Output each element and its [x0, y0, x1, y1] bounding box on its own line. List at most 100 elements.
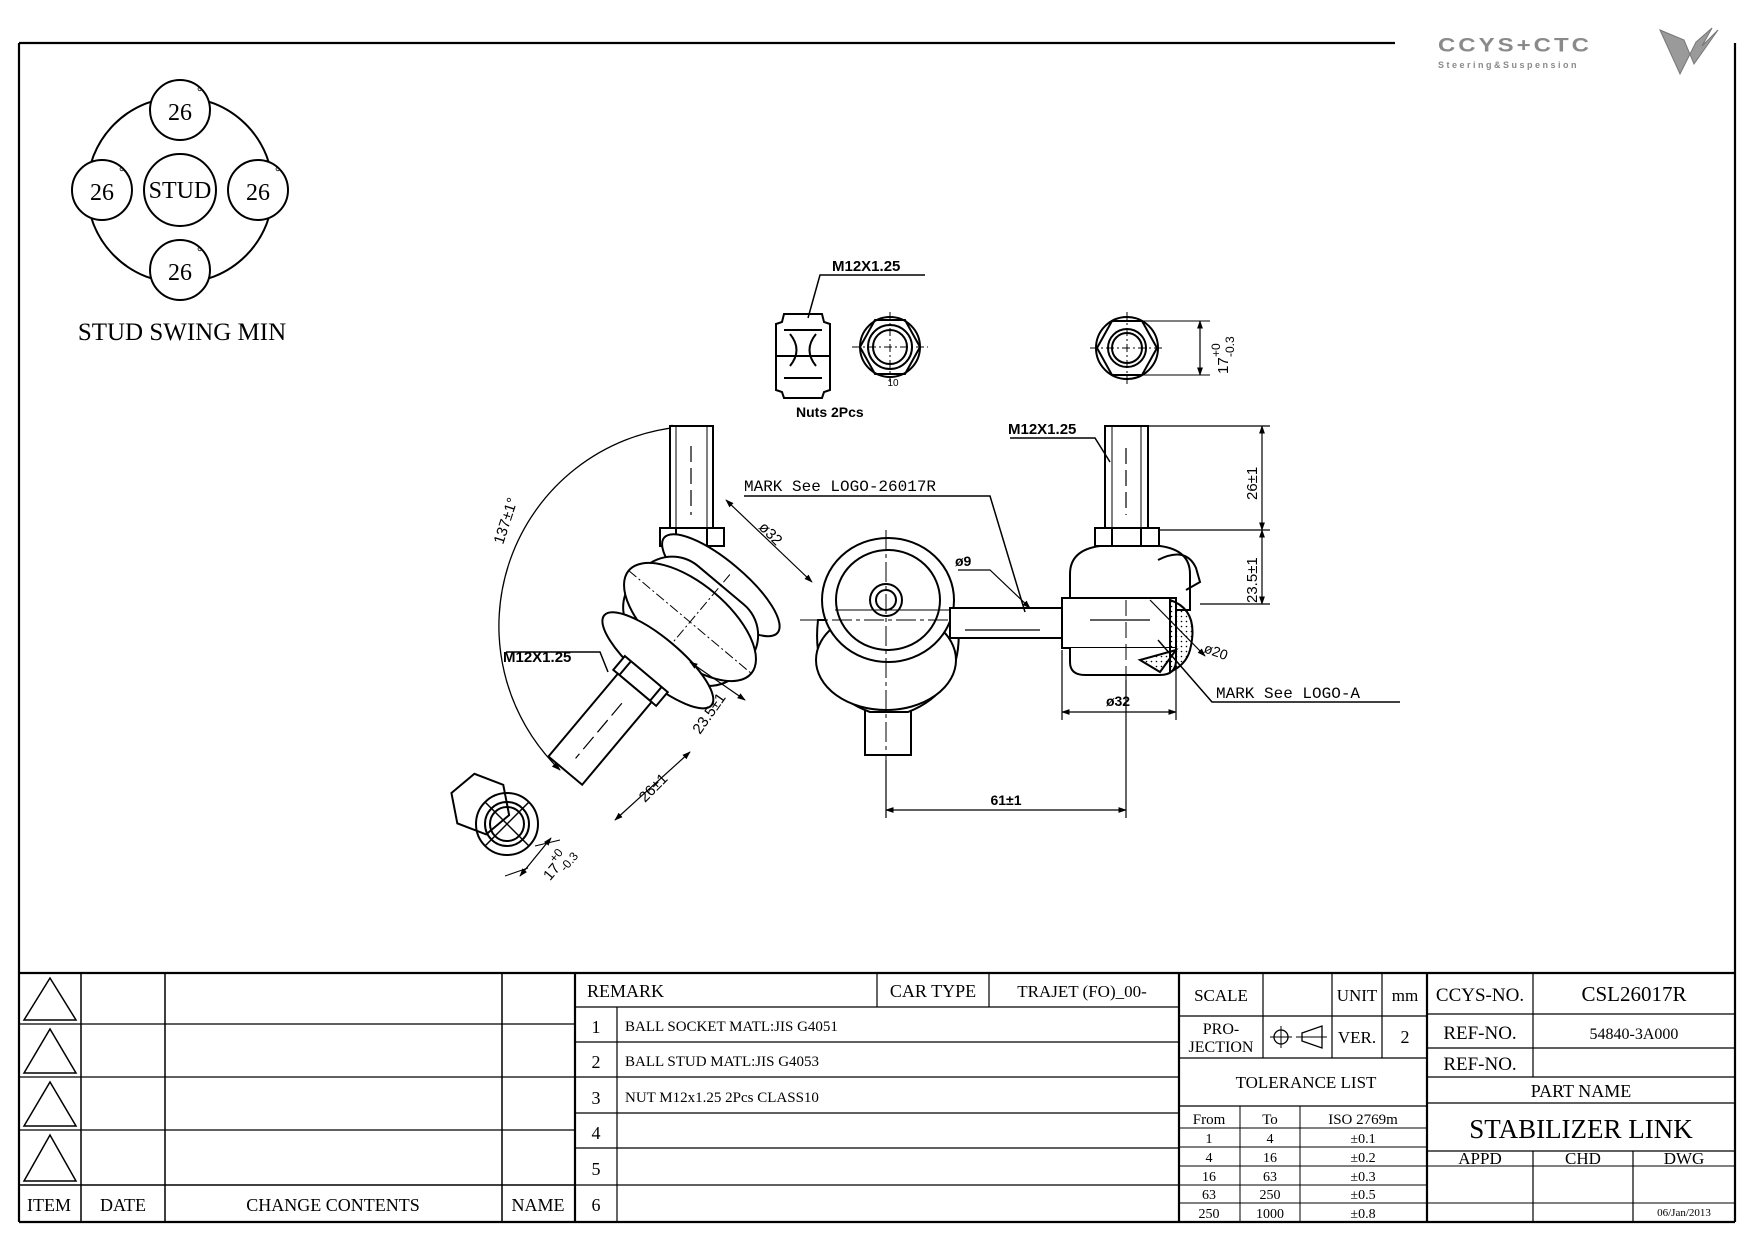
remark-no-3: 3 [592, 1088, 601, 1108]
title-block-text: ITEM DATE CHANGE CONTENTS NAME REMARK CA… [27, 981, 1711, 1222]
tol-to-5: 1000 [1256, 1207, 1284, 1222]
nut-thread-label: M12X1.25 [832, 258, 900, 275]
tol-header-std: ISO 2769m [1328, 1112, 1398, 1128]
stud-swing-diagram [71, 79, 289, 301]
ref-no-value: 54840-3A000 [1590, 1026, 1679, 1043]
ver-label: VER. [1338, 1028, 1376, 1047]
dwg-label: DWG [1664, 1149, 1705, 1168]
right-hex-view [1090, 312, 1210, 384]
tol-to-2: 16 [1263, 1151, 1277, 1166]
tol-to-4: 250 [1260, 1188, 1281, 1203]
left-ball-joint [547, 425, 781, 787]
dia9-dim: ø9 [955, 553, 972, 569]
tol-to-1: 4 [1267, 1132, 1274, 1147]
tol-from-2: 4 [1206, 1151, 1213, 1166]
ref-no2-label: REF-NO. [1443, 1054, 1516, 1075]
dia20-dim: ø20 [1202, 640, 1230, 663]
tolerance-title: TOLERANCE LIST [1236, 1073, 1377, 1092]
tol-val-2: ±0.2 [1350, 1151, 1375, 1166]
angle-dim: 137±1° [491, 496, 522, 547]
ref-no-label: REF-NO. [1443, 1023, 1516, 1044]
center-61-dim: 61±1 [990, 792, 1021, 808]
swing-top-degree: ° [197, 85, 203, 100]
swing-center-label: STUD [149, 178, 212, 204]
rev-header-date: DATE [100, 1195, 146, 1215]
title-block [19, 971, 1735, 1222]
remark-no-5: 5 [592, 1159, 601, 1179]
swing-arc [498, 424, 681, 771]
tol-header-to: To [1262, 1112, 1278, 1128]
tol-val-3: ±0.3 [1350, 1170, 1375, 1185]
swing-left-value: 26 [90, 180, 114, 206]
right-hex-dim: 17 [1215, 357, 1232, 374]
remark-no-6: 6 [592, 1195, 601, 1215]
tol-to-3: 63 [1263, 1170, 1277, 1185]
ccys-no-label: CCYS-NO. [1436, 985, 1524, 1006]
center-socket [800, 530, 1136, 790]
link-rod [949, 607, 1063, 639]
tol-val-4: ±0.5 [1350, 1188, 1375, 1203]
right-26-dim: 26±1 [1244, 467, 1261, 500]
mark-logo-r-label: MARK See LOGO-26017R [744, 478, 936, 496]
company-logo: CCYS+CTC Steering&Suspension [1438, 27, 1719, 76]
ccys-no-value: CSL26017R [1581, 982, 1686, 1006]
tol-from-3: 16 [1202, 1170, 1216, 1185]
swing-right-degree: ° [275, 165, 281, 180]
rev-header-change: CHANGE CONTENTS [246, 1195, 420, 1215]
tol-from-5: 250 [1199, 1207, 1220, 1222]
left-thread-label: M12X1.25 [503, 649, 571, 666]
left-26-dim: 26±1 [636, 770, 672, 806]
swing-bottom-degree: ° [197, 245, 203, 260]
chd-label: CHD [1565, 1149, 1601, 1168]
right-235-dim: 23.5±1 [1244, 557, 1261, 603]
nut-views [775, 274, 928, 399]
swing-left-degree: ° [119, 165, 125, 180]
remark-text-2: BALL STUD MATL:JIS G4053 [625, 1054, 819, 1070]
swing-bottom-value: 26 [168, 260, 192, 286]
appd-label: APPD [1458, 1149, 1501, 1168]
tol-from-4: 63 [1202, 1188, 1216, 1203]
right-hex-dim-sub: -0.3 [1223, 336, 1237, 357]
logo-tagline: Steering&Suspension [1438, 60, 1579, 70]
rev-header-name: NAME [512, 1195, 565, 1215]
tol-val-5: ±0.8 [1350, 1207, 1375, 1222]
remark-no-1: 1 [592, 1017, 601, 1037]
swing-circle-center [143, 153, 217, 227]
dia32-right-dim: ø32 [1106, 693, 1130, 709]
right-hex-dim-sup: +0 [1209, 343, 1223, 357]
swing-right-value: 26 [246, 180, 270, 206]
part-name-label: PART NAME [1531, 1081, 1631, 1101]
car-type-label: CAR TYPE [890, 981, 976, 1001]
tol-header-from: From [1193, 1112, 1226, 1128]
tol-val-1: ±0.1 [1350, 1132, 1375, 1147]
projection-label-1: PRO- [1203, 1021, 1239, 1038]
car-type-value: TRAJET (FO)_00- [1017, 982, 1147, 1001]
logo-brand: CCYS+CTC [1438, 34, 1592, 56]
left-hex-view [450, 772, 561, 877]
logo-emblem-icon [1659, 27, 1719, 76]
left-dia32-dim: ø32 [755, 519, 785, 549]
remark-no-4: 4 [592, 1123, 601, 1143]
unit-label: UNIT [1337, 986, 1378, 1005]
swing-circle-bottom [149, 239, 211, 301]
swing-top-value: 26 [168, 100, 192, 126]
swing-caption: STUD SWING MIN [78, 319, 286, 346]
remark-no-2: 2 [592, 1052, 601, 1072]
remark-text-1: BALL SOCKET MATL:JIS G4051 [625, 1019, 838, 1035]
tol-from-1: 1 [1206, 1132, 1213, 1147]
scale-label: SCALE [1194, 986, 1248, 1005]
right-thread-label: M12X1.25 [1008, 421, 1076, 438]
remark-label: REMARK [587, 981, 664, 1001]
nut-caption: Nuts 2Pcs [796, 404, 864, 420]
nut-class-mark: 10 [887, 378, 899, 389]
projection-label-2: JECTION [1189, 1039, 1254, 1056]
drawing-date: 06/Jan/2013 [1657, 1207, 1711, 1219]
swing-circle-right [227, 159, 289, 221]
drawing-frame [17, 41, 1737, 1224]
rev-header-item: ITEM [27, 1195, 71, 1215]
swing-circle-left [71, 159, 133, 221]
part-name-value: STABILIZER LINK [1469, 1114, 1693, 1144]
unit-value: mm [1392, 986, 1418, 1005]
right-ball-joint [1061, 425, 1202, 680]
